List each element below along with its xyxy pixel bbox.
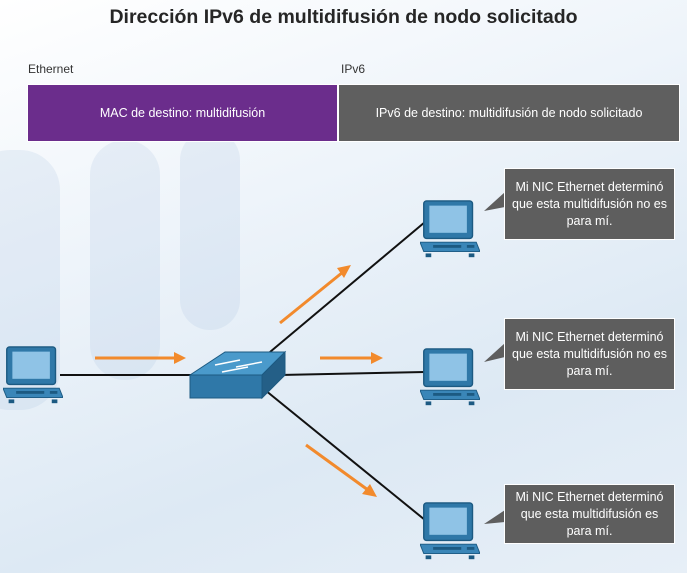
arrow-icon [320,352,383,364]
callout-host-2: Mi NIC Ethernet determinó que esta multi… [504,318,675,390]
callout-host-2-text: Mi NIC Ethernet determinó que esta multi… [512,329,667,378]
callout-host-3: Mi NIC Ethernet determinó que esta multi… [504,484,675,544]
ipv6-destination-text: IPv6 de destino: multidifusión de nodo s… [375,106,643,120]
arrow-icon [279,265,351,325]
arrow-icon [305,443,377,497]
network-links [60,221,426,521]
diagram-title: Dirección IPv6 de multidifusión de nodo … [109,6,578,28]
arrow-icon [95,352,186,364]
traffic-arrows [95,265,383,497]
ethernet-label: Ethernet [28,62,74,76]
callout-pointers [484,192,505,524]
switch-icon [188,350,287,400]
ipv6-label: IPv6 [341,62,366,76]
pc-icon-host-2 [420,348,480,406]
callout-host-1: Mi NIC Ethernet determinó que esta multi… [504,168,675,240]
callout-host-1-text: Mi NIC Ethernet determinó que esta multi… [512,179,667,228]
pc-icon-sender [3,346,63,404]
background-shape [180,130,240,330]
mac-destination-text: MAC de destino: multidifusión [99,106,266,120]
ipv6-destination-segment: IPv6 de destino: multidifusión de nodo s… [338,84,680,142]
background-shape [90,140,160,380]
pc-icon-host-1 [420,200,480,258]
mac-destination-segment: MAC de destino: multidifusión [27,84,338,142]
callout-host-3-text: Mi NIC Ethernet determinó que esta multi… [515,489,664,538]
pc-icon-host-3 [420,502,480,560]
